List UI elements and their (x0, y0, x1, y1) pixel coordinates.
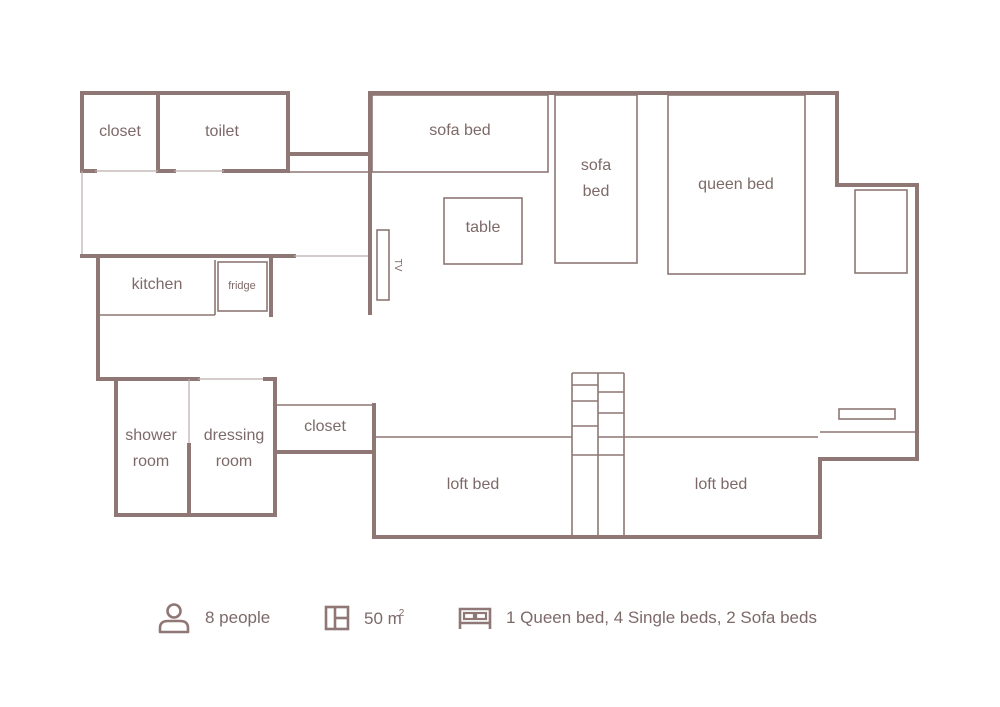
furniture-label-table: table (465, 219, 501, 236)
room-label-dressing-room: dressing room (203, 427, 265, 470)
cabinet-shape (854, 189, 908, 274)
queen-bed-shape (667, 94, 806, 275)
capacity-text: 8 people (205, 608, 271, 627)
furniture-label-sofa-bed-1: sofa bed (429, 122, 491, 139)
furniture-label-loft-bed-1: loft bed (446, 476, 500, 493)
bath-walls (96, 377, 376, 517)
room-label-toilet: toilet (205, 123, 239, 140)
furniture-label-tv: TV (392, 258, 403, 272)
area-text: 50 m2 (364, 607, 405, 628)
table-shape (443, 197, 523, 265)
summary-bar: 8 people 50 m2 1 Queen bed, 4 Single bed… (0, 600, 1000, 636)
beds-item: 1 Queen bed, 4 Single beds, 2 Sofa beds (458, 600, 817, 636)
room-label-shower-room: shower room (125, 427, 177, 470)
ladder (571, 372, 625, 536)
room-label-closet-top: closet (99, 123, 141, 140)
furniture-label-loft-bed-2: loft bed (694, 476, 748, 493)
tv-shape (376, 229, 390, 301)
sofa-bed-1-shape (371, 94, 549, 173)
bed-icon (458, 607, 492, 629)
main-room-walls (368, 91, 919, 539)
area-item: 50 m2 (324, 600, 404, 636)
room-label-closet-bottom: closet (304, 418, 346, 435)
beds-text: 1 Queen bed, 4 Single beds, 2 Sofa beds (506, 608, 817, 627)
furniture-label-queen-bed: queen bed (698, 176, 774, 193)
person-icon (158, 603, 190, 634)
room-label-kitchen: kitchen (131, 276, 183, 293)
capacity-item: 8 people (157, 600, 270, 636)
closet-toilet-walls (80, 91, 372, 173)
furniture-label-sofa-bed-2: sofa bed (580, 157, 612, 200)
floorplan-icon (324, 605, 350, 631)
sofa-bed-2-shape (554, 94, 638, 264)
room-label-fridge: fridge (228, 280, 256, 292)
